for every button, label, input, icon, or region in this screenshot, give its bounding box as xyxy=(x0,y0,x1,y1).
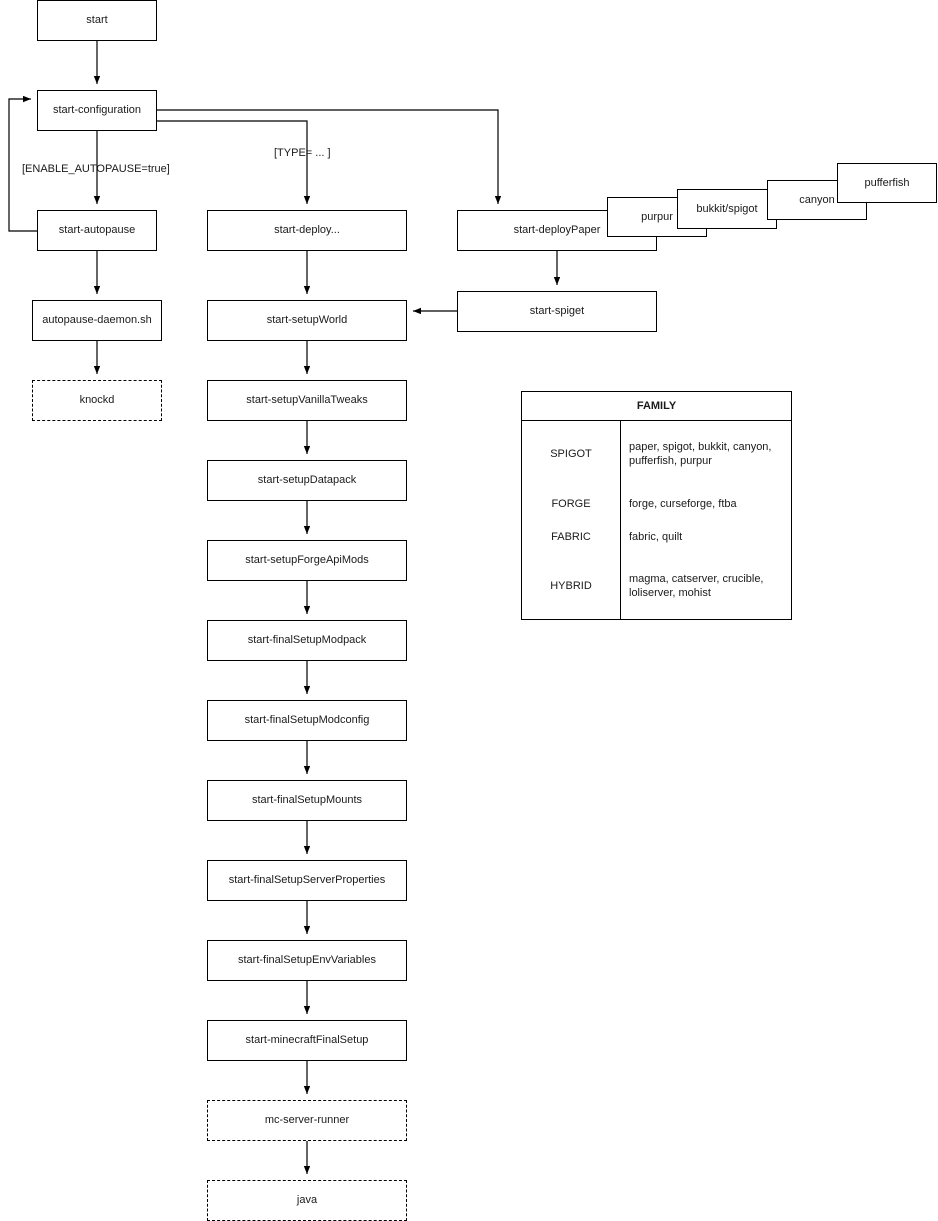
family-table-row: FORGE forge, curseforge, ftba xyxy=(522,487,791,521)
family-key: SPIGOT xyxy=(522,420,621,488)
node-autopause-daemon[interactable]: autopause-daemon.sh xyxy=(32,300,162,341)
node-label: start-finalSetupServerProperties xyxy=(228,874,386,886)
node-start-deploy[interactable]: start-deploy... xyxy=(207,210,407,251)
family-table-row: HYBRID magma, catserver, crucible, lolise… xyxy=(522,553,791,619)
node-start-autopause[interactable]: start-autopause xyxy=(37,210,157,251)
node-start-finalSetupModconfig[interactable]: start-finalSetupModconfig xyxy=(207,700,407,741)
node-pufferfish[interactable]: pufferfish xyxy=(837,163,937,203)
node-start-setupDatapack[interactable]: start-setupDatapack xyxy=(207,460,407,501)
node-label: start xyxy=(86,14,108,26)
node-knockd[interactable]: knockd xyxy=(32,380,162,421)
node-label: mc-server-runner xyxy=(264,1114,350,1126)
node-label: purpur xyxy=(641,210,673,223)
family-key: HYBRID xyxy=(522,553,621,619)
node-start-configuration[interactable]: start-configuration xyxy=(37,90,157,131)
family-table-row: FABRIC fabric, quilt xyxy=(522,520,791,554)
family-values: paper, spigot, bukkit, canyon, pufferfis… xyxy=(629,441,772,468)
node-label: start-setupVanillaTweaks xyxy=(246,394,368,406)
node-label: start-finalSetupMounts xyxy=(251,794,363,806)
family-values: fabric, quilt xyxy=(629,530,683,543)
family-table-row: SPIGOT paper, spigot, bukkit, canyon, puf… xyxy=(522,420,791,488)
node-label: start-autopause xyxy=(58,224,136,236)
node-label: knockd xyxy=(79,394,115,406)
family-values: forge, curseforge, ftba xyxy=(629,497,737,510)
node-label: start-deploy... xyxy=(274,224,340,236)
edge-label-enable-autopause-label: [ENABLE_AUTOPAUSE=true] xyxy=(22,163,170,175)
node-start-setupWorld[interactable]: start-setupWorld xyxy=(207,300,407,341)
node-label: start-spiget xyxy=(529,305,585,317)
node-label: start-setupDatapack xyxy=(257,474,357,486)
family-values: magma, catserver, crucible, loliserver, … xyxy=(629,573,764,600)
node-label: start-configuration xyxy=(52,104,142,116)
node-start-finalSetupEnvVariables[interactable]: start-finalSetupEnvVariables xyxy=(207,940,407,981)
edge-label-type-label: [TYPE= ... ] xyxy=(274,147,331,159)
node-label: start-finalSetupModconfig xyxy=(244,714,370,726)
node-label: start-deployPaper xyxy=(513,224,601,236)
node-start-finalSetupServerProperties[interactable]: start-finalSetupServerProperties xyxy=(207,860,407,901)
node-start-spiget[interactable]: start-spiget xyxy=(457,291,657,332)
node-start-finalSetupModpack[interactable]: start-finalSetupModpack xyxy=(207,620,407,661)
node-start-minecraftFinalSetup[interactable]: start-minecraftFinalSetup xyxy=(207,1020,407,1061)
node-label: start-setupForgeApiMods xyxy=(245,554,369,566)
node-start[interactable]: start xyxy=(37,0,157,41)
family-key: FORGE xyxy=(522,487,621,521)
node-label: start-setupWorld xyxy=(266,314,348,326)
edge-configuration-to-deploy xyxy=(157,120,311,204)
node-label: start-finalSetupEnvVariables xyxy=(238,954,376,966)
node-label: canyon xyxy=(799,193,835,206)
node-label: pufferfish xyxy=(864,176,910,189)
node-label: start-finalSetupModpack xyxy=(247,634,367,646)
node-mc-server-runner[interactable]: mc-server-runner xyxy=(207,1100,407,1141)
node-bukkit-spigot[interactable]: bukkit/spigot xyxy=(677,189,777,229)
node-label: bukkit/spigot xyxy=(696,202,758,215)
node-start-setupForgeApiMods[interactable]: start-setupForgeApiMods xyxy=(207,540,407,581)
family-key: FABRIC xyxy=(522,520,621,554)
family-legend-table: FAMILY SPIGOT paper, spigot, bukkit, cany… xyxy=(521,391,792,620)
node-label: start-minecraftFinalSetup xyxy=(245,1034,369,1046)
node-start-setupVanillaTweaks[interactable]: start-setupVanillaTweaks xyxy=(207,380,407,421)
node-label: java xyxy=(296,1194,318,1206)
node-java[interactable]: java xyxy=(207,1180,407,1221)
node-label: autopause-daemon.sh xyxy=(42,314,152,326)
family-table-header: FAMILY xyxy=(522,392,791,421)
node-start-finalSetupMounts[interactable]: start-finalSetupMounts xyxy=(207,780,407,821)
